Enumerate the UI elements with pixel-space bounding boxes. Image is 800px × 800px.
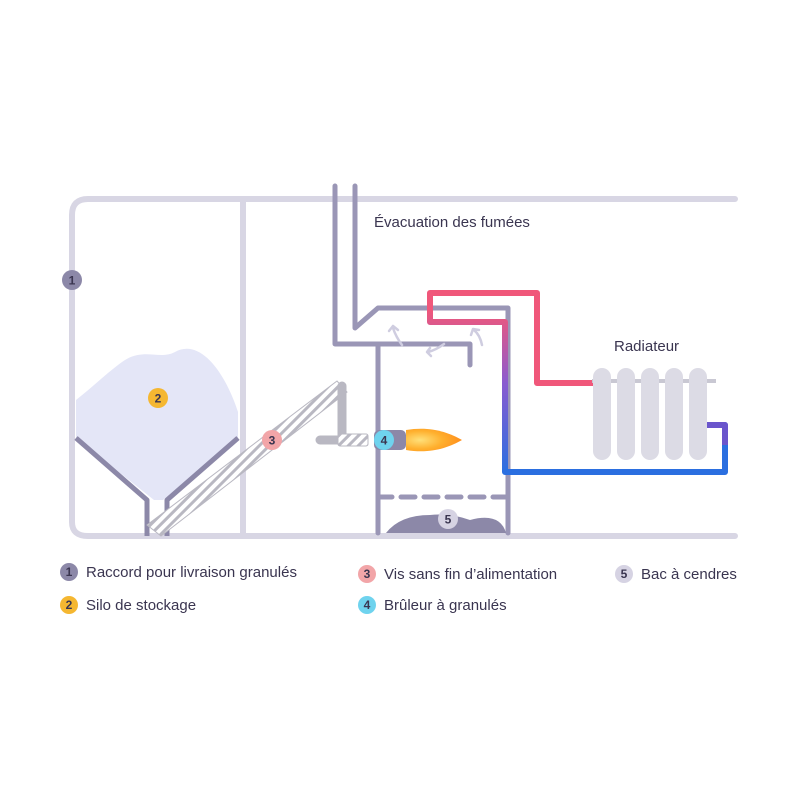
marker-2-number: 2 bbox=[155, 392, 162, 406]
water-return-pipe bbox=[427, 310, 508, 472]
feed-screw bbox=[146, 380, 369, 537]
marker-5: 5 bbox=[438, 509, 458, 529]
marker-4: 4 bbox=[374, 430, 394, 450]
marker-3-number: 3 bbox=[269, 434, 276, 448]
marker-1-circle bbox=[62, 270, 82, 290]
radiator bbox=[592, 368, 716, 460]
radiator-label: Radiateur bbox=[614, 338, 679, 355]
smoke-exhaust-label: Évacuation des fumées bbox=[374, 214, 530, 231]
flue-gas-arrows bbox=[387, 324, 484, 358]
building-outline bbox=[69, 196, 738, 539]
marker-4-number: 4 bbox=[381, 434, 388, 448]
hot-water-pipe bbox=[427, 290, 595, 386]
marker-2: 2 bbox=[148, 388, 168, 408]
marker-3-circle bbox=[262, 430, 282, 450]
radiator-return-segment bbox=[705, 422, 728, 445]
marker-3: 3 bbox=[262, 430, 282, 450]
marker-2-circle bbox=[148, 388, 168, 408]
marker-1-number: 1 bbox=[69, 274, 76, 288]
marker-1: 1 bbox=[62, 270, 82, 290]
marker-5-number: 5 bbox=[445, 513, 452, 527]
boiler bbox=[332, 183, 511, 536]
marker-5-circle bbox=[438, 509, 458, 529]
storage-silo bbox=[74, 348, 240, 536]
marker-4-circle bbox=[374, 430, 394, 450]
